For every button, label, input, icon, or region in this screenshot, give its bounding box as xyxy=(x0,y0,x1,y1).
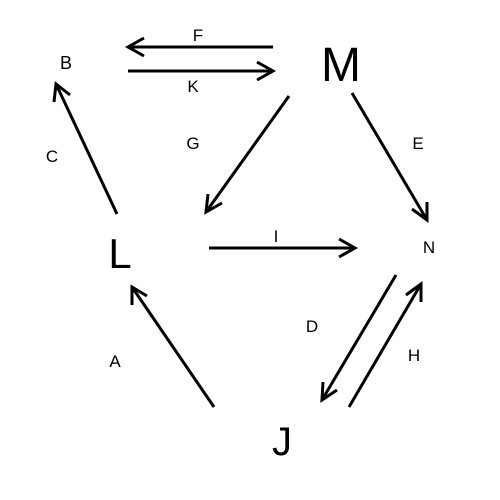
edge-I-arrow xyxy=(209,237,359,259)
node-J: J xyxy=(272,420,292,464)
node-M: M xyxy=(321,39,361,92)
edge-D-label: D xyxy=(306,317,318,336)
edge-F-arrow xyxy=(124,36,273,58)
edge-H-arrow xyxy=(347,281,423,408)
edge-G-arrow xyxy=(204,95,291,215)
edge-K-arrow xyxy=(128,60,277,82)
edge-G-label: G xyxy=(186,134,199,153)
edge-A-label: A xyxy=(109,352,121,371)
edge-F-label: F xyxy=(193,26,203,45)
edge-C-arrow xyxy=(52,81,119,215)
edge-I-label: I xyxy=(274,227,279,246)
edge-E-arrow xyxy=(350,92,429,223)
edge-A-arrow xyxy=(130,284,216,408)
node-N: N xyxy=(423,238,435,257)
edge-C-label: C xyxy=(46,147,58,166)
edge-D-arrow xyxy=(320,274,398,403)
node-L: L xyxy=(108,230,131,277)
edge-E-label: E xyxy=(412,134,423,153)
node-B: B xyxy=(60,53,72,73)
edge-H-label: H xyxy=(408,346,420,365)
edge-K-label: K xyxy=(187,77,199,96)
